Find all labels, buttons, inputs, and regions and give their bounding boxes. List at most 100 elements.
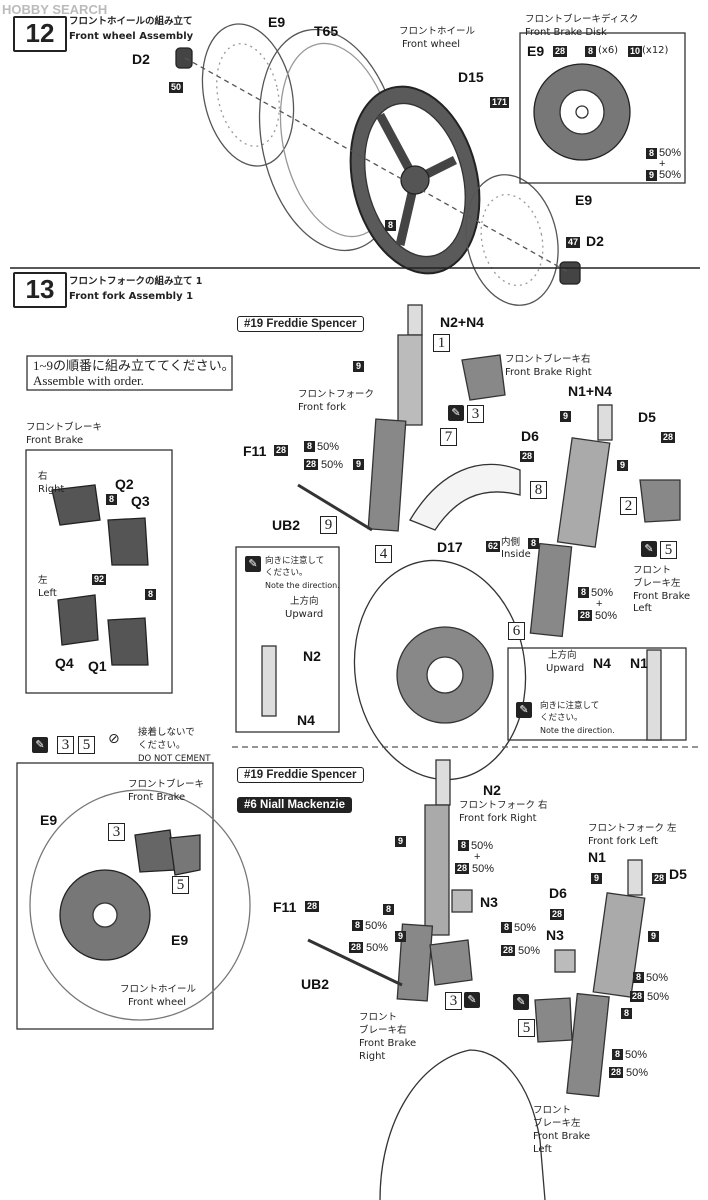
brake-num-8a: 8 xyxy=(106,494,117,505)
mix-pct-a: 50% xyxy=(317,441,340,453)
lower-mix-28a: 28 xyxy=(455,863,470,874)
caliper-right xyxy=(51,484,101,526)
brake-left-jp1: フロント xyxy=(633,565,672,576)
lower-color-28a: 28 xyxy=(652,873,667,884)
part-n4-note: N4 xyxy=(297,712,315,728)
lower-color-28c: 28 xyxy=(305,901,320,912)
fender-num-62: 62 xyxy=(486,541,501,552)
mix-plus: + xyxy=(596,598,603,610)
fork-num-9c: 9 xyxy=(617,460,628,471)
paint-icon-lower3: ✎ xyxy=(513,994,529,1010)
lower-wheel-jp: フロントホイール xyxy=(120,984,197,995)
step-12-number: 12 xyxy=(13,16,67,52)
mix-pct-b: 50% xyxy=(321,459,344,471)
lower-box-5: 5 xyxy=(78,736,95,754)
inset-color-10: 10 xyxy=(628,46,643,57)
lower-brake-left-jp2: ブレーキ左 xyxy=(533,1118,581,1129)
lower-pct-j: 50% xyxy=(626,1067,649,1079)
lower-mix-8a: 8 xyxy=(458,840,469,851)
wheel-label-en: Front wheel xyxy=(402,39,461,50)
fork-num-9d: 9 xyxy=(353,459,364,470)
part-ub2-top: UB2 xyxy=(272,517,301,533)
lower-wheel-en: Front wheel xyxy=(128,997,187,1008)
inset-pct-b: 50% xyxy=(659,169,682,181)
lower-pct-i: 50% xyxy=(625,1049,648,1061)
lower-mix-28c: 28 xyxy=(501,945,516,956)
upward-en-2: Upward xyxy=(546,663,585,674)
brake-num-8b: 8 xyxy=(145,589,156,600)
part-e9-top: E9 xyxy=(268,14,286,30)
fork-left-jp: フロントフォーク 左 xyxy=(588,823,677,834)
lower-part-n3b: N3 xyxy=(546,927,564,943)
lower-color-28b: 28 xyxy=(550,909,565,920)
mix-pct-d: 50% xyxy=(595,610,618,622)
lower-mix-8c: 8 xyxy=(501,922,512,933)
inside-label-jp: 内側 xyxy=(501,537,521,548)
part-e9-bottom: E9 xyxy=(575,192,593,208)
part-num-50: 50 xyxy=(169,82,184,93)
fork-color-28c: 28 xyxy=(274,445,289,456)
caliper-left xyxy=(57,594,99,646)
lower-num-8b: 8 xyxy=(621,1008,632,1019)
disk-label-en: Front Brake Disk xyxy=(525,27,607,38)
lower-part-n3a: N3 xyxy=(480,894,498,910)
part-q3: Q3 xyxy=(131,493,150,509)
lower-part-f11: F11 xyxy=(273,899,297,915)
fork-left-en: Front fork Left xyxy=(588,836,659,847)
lower-brake-left-en1: Front Brake xyxy=(533,1131,591,1142)
inset-pct-a: 50% xyxy=(659,147,682,159)
lower-num-9a: 9 xyxy=(395,836,406,847)
fork-label-en: Front fork xyxy=(298,402,347,413)
note-jp-4: ください。 xyxy=(540,713,583,723)
lower-pct-f: 50% xyxy=(518,945,541,957)
note-icon-2: ✎ xyxy=(516,702,532,718)
inset-mix-9: 9 xyxy=(646,170,657,181)
lower-part-n2: N2 xyxy=(483,782,501,798)
assembled-wheel xyxy=(353,559,527,781)
lower-plus-a: + xyxy=(474,851,481,863)
lower-box-3: 3 xyxy=(57,736,74,754)
order-box-3: 3 xyxy=(467,405,484,423)
mix-28b: 28 xyxy=(578,610,593,621)
brake-disc-left xyxy=(201,23,295,167)
fork-label-jp: フロントフォーク xyxy=(298,389,375,400)
upward-en-1: Upward xyxy=(285,609,324,620)
lower-wheel-box-5: 5 xyxy=(172,876,189,894)
part-num-8: 8 xyxy=(385,220,396,231)
lower-part-ub2: UB2 xyxy=(301,976,330,992)
lower-brake-right-jp2: ブレーキ右 xyxy=(359,1025,407,1036)
note-jp-2: ください。 xyxy=(265,568,308,578)
order-box-6: 6 xyxy=(508,622,525,640)
brake-disc-right xyxy=(465,174,559,306)
brake-label-jp: フロントブレーキ xyxy=(26,422,103,433)
note-jp-3: 向きに注意して xyxy=(540,701,600,711)
disk-label-jp: フロントブレーキディスク xyxy=(525,14,639,25)
part-d6-top: D6 xyxy=(521,428,539,444)
lower-mix-8e: 8 xyxy=(612,1049,623,1060)
paint-icon-lower2: ✎ xyxy=(464,992,480,1008)
inset-plus: + xyxy=(659,158,666,170)
lower-brake-right-en2: Right xyxy=(359,1051,386,1062)
mix-pct-c: 50% xyxy=(591,587,614,599)
order-box-2: 2 xyxy=(620,497,637,515)
lower-brake-jp: フロントブレーキ xyxy=(128,779,205,790)
inset-x12: (x12) xyxy=(642,45,669,56)
part-d2-bottom: D2 xyxy=(586,233,604,249)
note-icon-1: ✎ xyxy=(245,556,261,572)
note-en-2: Note the direction. xyxy=(540,726,615,735)
order-note-jp: 1~9の順番に組み立ててください。 xyxy=(33,358,235,373)
step-13-number: 13 xyxy=(13,272,67,308)
lower-mix-28e: 28 xyxy=(609,1067,624,1078)
brake-left-jp2: ブレーキ左 xyxy=(633,578,681,589)
part-d2-top: D2 xyxy=(132,51,150,67)
fork-right-jp: フロントフォーク 右 xyxy=(459,800,548,811)
upward-jp-2: 上方向 xyxy=(548,650,577,661)
lower-pct-b: 50% xyxy=(472,863,495,875)
lower-brake-en: Front Brake xyxy=(128,792,186,803)
lower-num-8a: 8 xyxy=(383,904,394,915)
brake-right-jp: フロントブレーキ右 xyxy=(505,354,591,365)
mix-8b: 8 xyxy=(578,587,589,598)
right-label-jp: 右 xyxy=(38,471,48,482)
right-label-en: Right xyxy=(38,484,65,495)
order-box-8: 8 xyxy=(530,481,547,499)
